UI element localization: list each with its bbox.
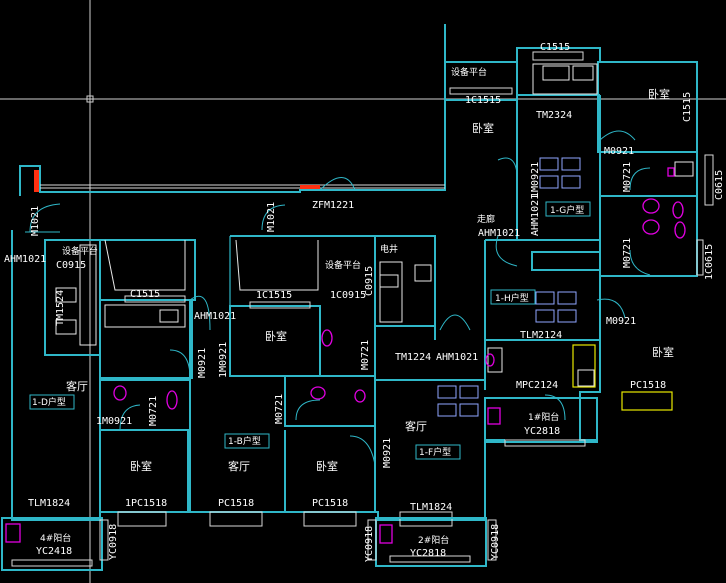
corridor-lines <box>34 170 445 192</box>
fixtures <box>55 63 694 387</box>
label-equipment-platform-left: 设备平台 <box>62 245 98 257</box>
label-c0915-vertical: C0915 <box>364 266 375 296</box>
balconies <box>1 397 598 571</box>
label-m0921-right3: M0921 <box>606 316 636 327</box>
label-mpc2124: MPC2124 <box>516 380 558 391</box>
exterior-walls <box>11 24 698 521</box>
label-c1515-right: C1515 <box>682 92 693 122</box>
label-c1515-left: C1515 <box>130 289 160 300</box>
label-zfm1221: ZFM1221 <box>312 200 354 211</box>
label-tlm1824-left: TLM1824 <box>28 498 70 509</box>
label-pc1518-mid: PC1518 <box>218 498 254 509</box>
bathroom-fixtures <box>113 167 686 410</box>
label-bedroom-b: 卧室 <box>316 459 338 473</box>
label-yc2818-bottom: YC2818 <box>410 548 446 559</box>
label-yc2418: YC2418 <box>36 546 72 557</box>
label-ahm1021-f: AHM1021 <box>436 352 478 363</box>
labels: C1515 设备平台 1C1515 TM2324 卧室 卧室 C1515 M09… <box>4 42 725 562</box>
label-1m0921-left: 1M0921 <box>96 416 132 427</box>
label-balcony-1: 1#阳台 <box>528 411 559 423</box>
label-m1021-mid: M1021 <box>266 202 277 232</box>
label-tm2324: TM2324 <box>536 110 572 121</box>
label-unit-b: 1-B户型 <box>228 435 261 447</box>
label-m0921-mid: M0921 <box>197 348 208 378</box>
label-pc1518-b: PC1518 <box>312 498 348 509</box>
label-equipment-platform-mid: 设备平台 <box>325 259 361 271</box>
label-unit-g: 1-G户型 <box>550 204 584 216</box>
label-ahm1021-center: AHM1021 <box>194 311 236 322</box>
label-bedroom-r2: 卧室 <box>652 345 674 359</box>
label-m0721-left: M0721 <box>148 396 159 426</box>
label-m0921-right: M0921 <box>604 146 634 157</box>
label-bedroom-left: 卧室 <box>130 459 152 473</box>
windows <box>117 51 714 527</box>
label-living-room-b: 客厅 <box>228 459 250 473</box>
label-ahm1021-mid: AHM1021 <box>478 228 520 239</box>
label-balcony-2: 2#阳台 <box>418 534 449 546</box>
riser-marker <box>34 170 39 192</box>
label-unit-d: 1-D户型 <box>32 396 66 408</box>
label-ahm1021-left: AHM1021 <box>4 254 46 265</box>
label-tm1224: TM1224 <box>395 352 431 363</box>
label-1m0921: 1M0921 <box>530 162 541 198</box>
label-corridor: 走廊 <box>477 213 495 225</box>
label-yc0918-right: YC0918 <box>490 524 501 560</box>
label-tlm1824-f: TLM1824 <box>410 502 452 513</box>
label-c0915-left: C0915 <box>56 260 86 271</box>
label-m1021-left: M1021 <box>30 206 41 236</box>
label-ahm1021-tr: AHM1021 <box>530 194 541 236</box>
dining-furniture <box>437 157 581 417</box>
label-m0721-mid: M0721 <box>360 340 371 370</box>
label-m0721-b: M0721 <box>274 394 285 424</box>
label-yc0918-left: YC0918 <box>108 524 119 560</box>
unit-tags <box>29 201 591 460</box>
doors <box>25 130 651 466</box>
label-pc1518-right: PC1518 <box>630 380 666 391</box>
label-c1515-top: C1515 <box>540 42 570 53</box>
label-m0721-right: M0721 <box>622 162 633 192</box>
label-1c1515: 1C1515 <box>465 95 501 106</box>
label-1pc1518-left: 1PC1518 <box>125 498 167 509</box>
label-equipment-platform-top: 设备平台 <box>451 66 487 78</box>
label-yc2818-right: YC2818 <box>524 426 560 437</box>
label-tm1524: TM1524 <box>55 290 66 326</box>
label-m0721-right2: M0721 <box>622 238 633 268</box>
label-living-room-f: 客厅 <box>405 419 427 433</box>
label-electrical-shaft: 电井 <box>380 243 398 255</box>
label-living-room-left: 客厅 <box>66 379 88 393</box>
label-bedroom-r1: 卧室 <box>472 121 494 135</box>
label-tlm2124: TLM2124 <box>520 330 562 341</box>
label-unit-h: 1-H户型 <box>495 292 529 304</box>
fire-door-marker <box>300 185 320 189</box>
label-1c0915: 1C0915 <box>330 290 366 301</box>
label-1m0921-mid: 1M0921 <box>218 342 229 378</box>
label-balcony-4: 4#阳台 <box>40 532 71 544</box>
label-1c1515-mid: 1C1515 <box>256 290 292 301</box>
interior-walls <box>44 195 698 513</box>
label-bedroom-c1: 卧室 <box>648 87 670 101</box>
label-bedroom-m1: 卧室 <box>265 329 287 343</box>
label-m0921-f: M0921 <box>382 438 393 468</box>
label-1c0615-right2: 1C0615 <box>704 244 715 280</box>
label-unit-f: 1-F户型 <box>419 446 451 458</box>
label-yc0918-mid: YC0918 <box>364 526 375 562</box>
label-c0615-right1: C0615 <box>714 170 725 200</box>
